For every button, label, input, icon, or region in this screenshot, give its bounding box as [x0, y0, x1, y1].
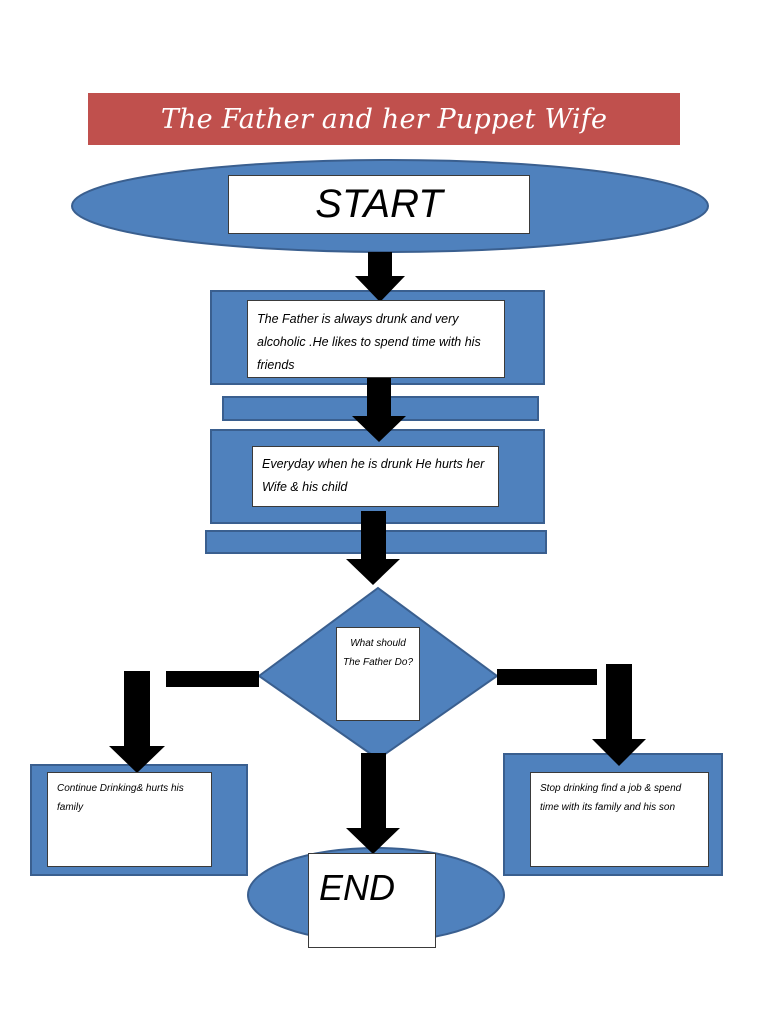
arrow-step1-to-step2: [352, 378, 406, 442]
title-banner: The Father and her Puppet Wife: [88, 93, 680, 145]
arrow-step2-to-decision: [346, 511, 400, 585]
page-title: The Father and her Puppet Wife: [160, 103, 608, 135]
start-label-box: START: [228, 175, 530, 234]
decision-text-box: What should The Father Do?: [336, 627, 420, 721]
option-right-text-box: Stop drinking find a job & spend time wi…: [530, 772, 709, 867]
step1-text-box: The Father is always drunk and very alco…: [247, 300, 505, 378]
step2-text-box: Everyday when he is drunk He hurts her W…: [252, 446, 499, 507]
end-label-box: END: [308, 853, 436, 948]
arrow-right-bar: [497, 669, 597, 685]
arrow-start-to-step1: [355, 252, 405, 302]
arrow-left-down: [109, 671, 165, 773]
arrow-left-bar: [166, 671, 259, 687]
arrow-decision-to-end: [346, 753, 400, 854]
arrow-right-down: [592, 664, 646, 766]
option-left-text-box: Continue Drinking& hurts his family: [47, 772, 212, 867]
